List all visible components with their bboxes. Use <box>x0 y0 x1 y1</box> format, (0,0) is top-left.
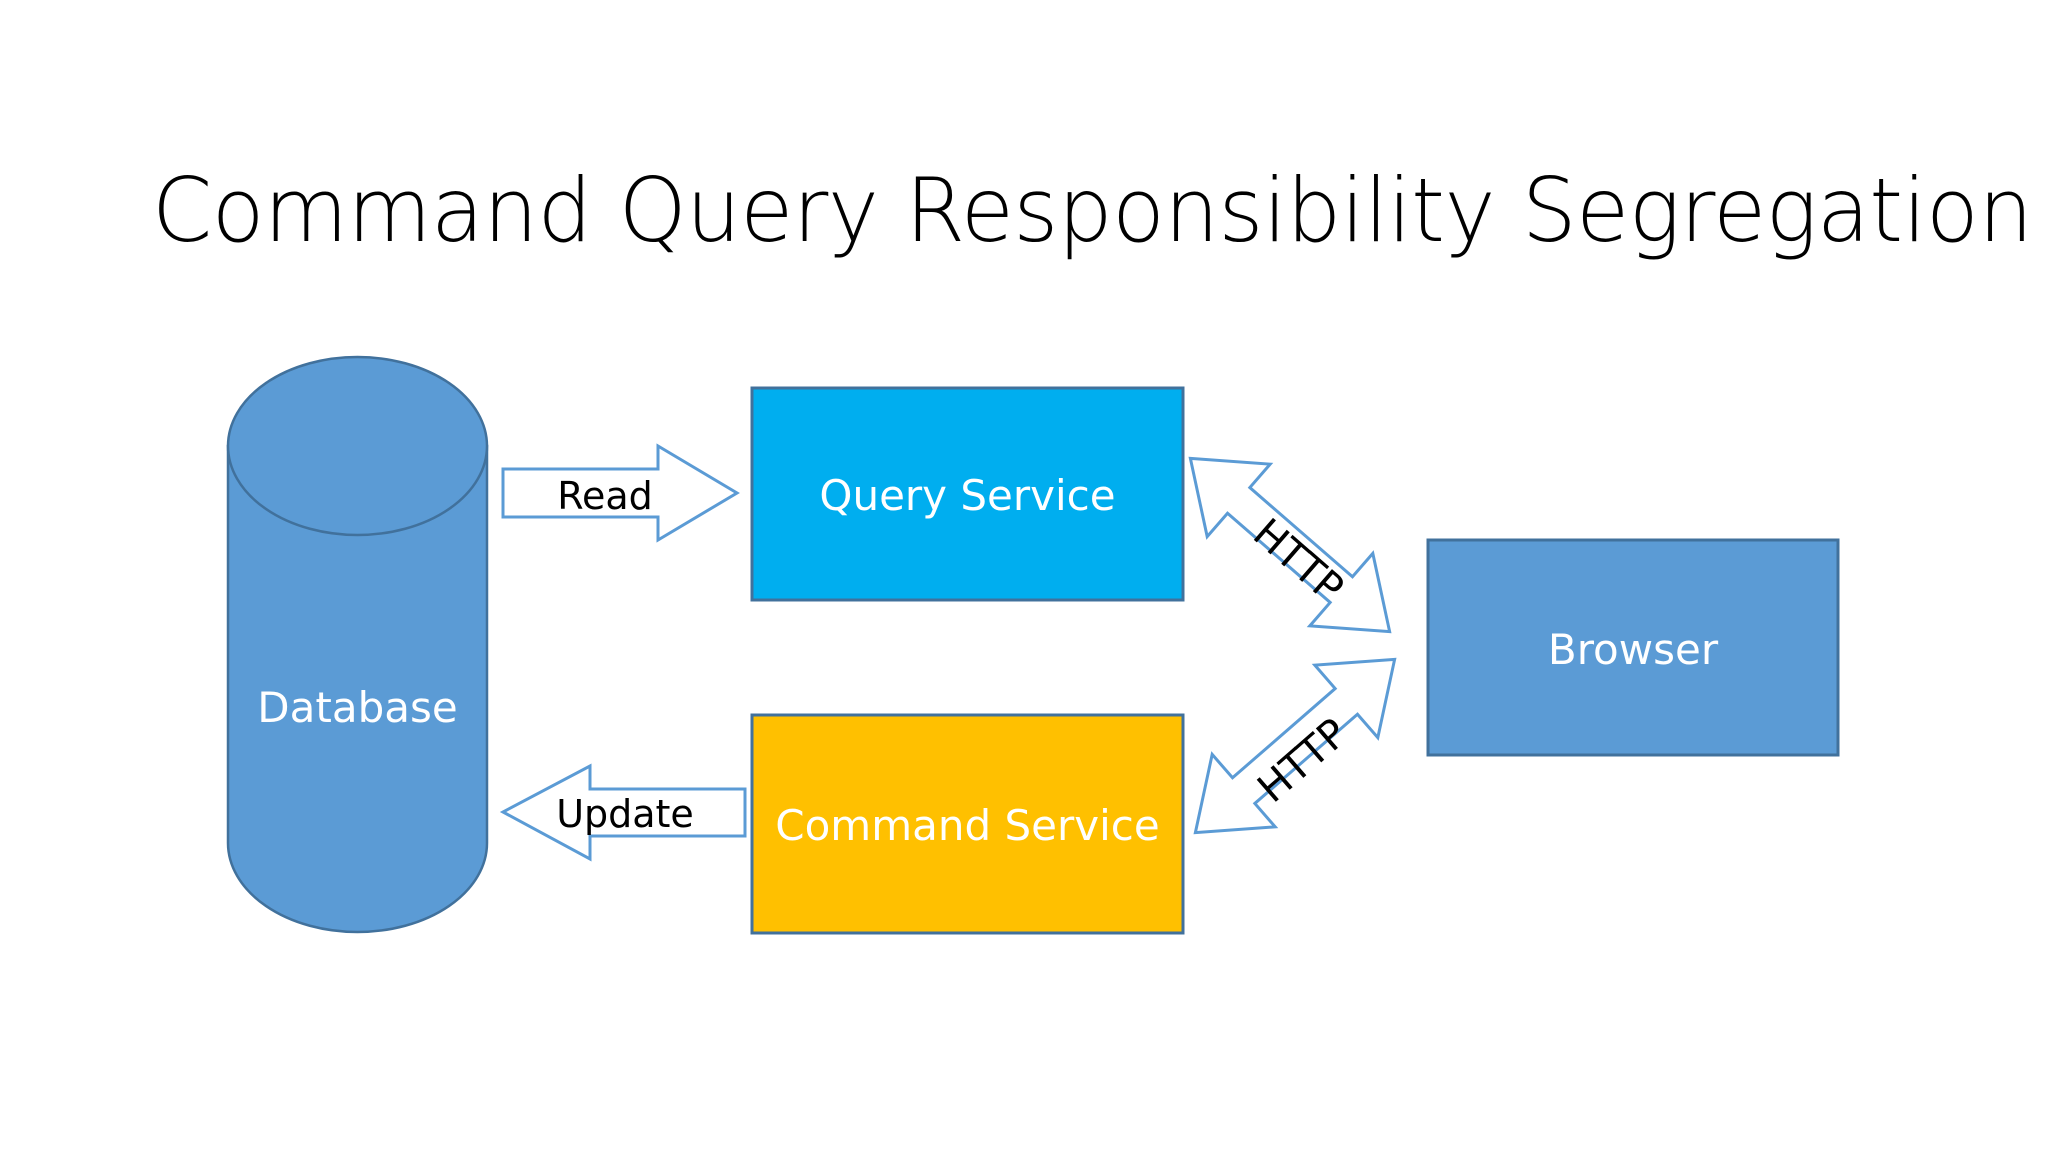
connector-http-bottom-arrow[interactable] <box>1164 623 1426 869</box>
database-cylinder-body <box>226 444 489 934</box>
connector-label-update: Update <box>556 792 694 836</box>
page-title: Command Query Responsibility Segregation <box>152 158 2033 262</box>
http-bottom-arrow-shape <box>1193 657 1397 835</box>
connector-label-read: Read <box>557 474 653 518</box>
node-browser[interactable] <box>1426 538 1840 757</box>
node-query-service[interactable] <box>750 386 1185 602</box>
connector-update-arrow[interactable] <box>499 763 747 862</box>
http-top-arrow-shape <box>1188 456 1392 634</box>
node-database[interactable] <box>226 355 489 934</box>
database-cylinder-top <box>226 355 489 537</box>
connector-http-top-arrow[interactable] <box>1159 422 1421 668</box>
node-command-service[interactable] <box>750 713 1185 935</box>
connector-read-arrow[interactable] <box>501 443 740 543</box>
